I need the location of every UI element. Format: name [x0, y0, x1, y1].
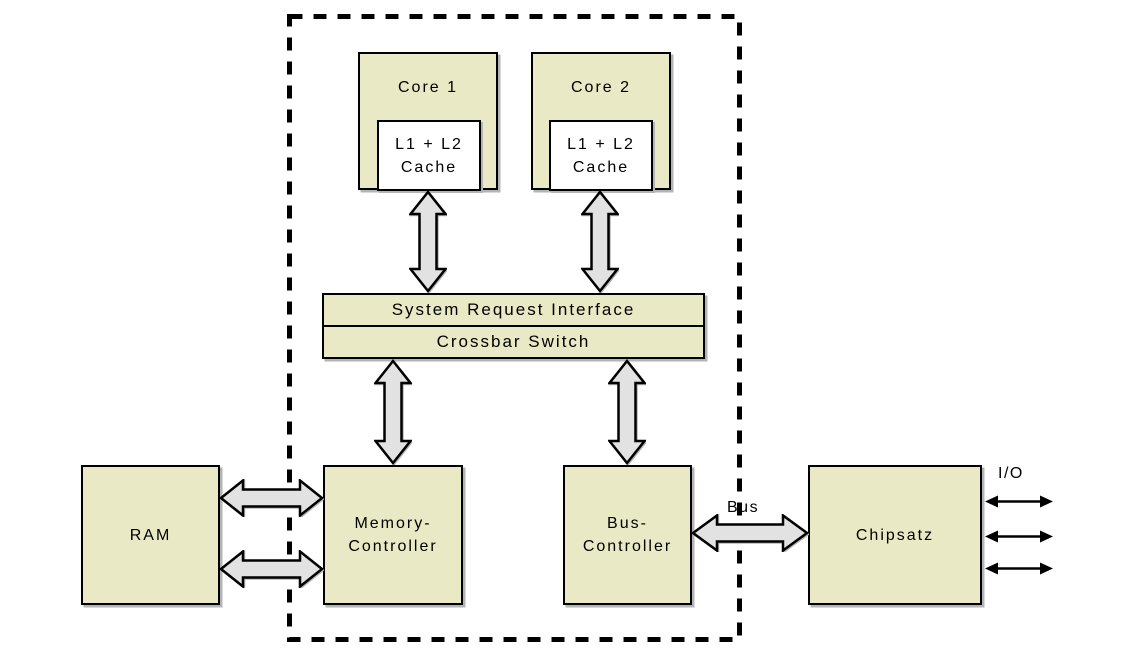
block-memory-controller: Memory- Controller — [323, 465, 463, 605]
core-1-label: Core 1 — [397, 79, 459, 96]
cache-1-line2: Cache — [400, 158, 458, 176]
block-bus-controller: Bus- Controller — [563, 465, 692, 605]
memory-controller-line1: Memory- — [354, 515, 432, 532]
cpu-die-dashed-boundary — [287, 14, 742, 642]
arrow-bus-controller-chipsatz — [691, 514, 809, 552]
cache-2-line2: Cache — [572, 158, 630, 176]
crossbar-label: Crossbar Switch — [436, 332, 591, 351]
arrow-ram-memory-controller-1 — [219, 479, 324, 517]
arrow-chipsatz-io-2 — [985, 530, 1053, 543]
block-crossbar-switch: Crossbar Switch — [322, 325, 705, 359]
arrow-cache1-sri — [409, 190, 447, 293]
chipsatz-label: Chipsatz — [855, 526, 935, 544]
sri-label: System Request Interface — [391, 300, 636, 319]
cache-1-line1: L1 + L2 — [395, 135, 463, 153]
block-cache-core-2: L1 + L2 Cache — [549, 120, 653, 191]
io-label: I/O — [998, 465, 1024, 482]
bus-label: Bus — [727, 499, 760, 516]
block-ram: RAM — [81, 465, 220, 605]
arrow-crossbar-bus-controller — [608, 359, 646, 465]
arrow-ram-memory-controller-2 — [219, 550, 324, 588]
bus-controller-line2: Controller — [582, 538, 673, 555]
cache-2-line1: L1 + L2 — [567, 135, 635, 153]
bus-controller-line1: Bus- — [607, 515, 648, 532]
memory-controller-line2: Controller — [348, 538, 438, 555]
ram-label: RAM — [129, 526, 172, 544]
arrow-chipsatz-io-1 — [985, 495, 1053, 508]
core-2-label: Core 2 — [570, 79, 632, 96]
block-system-request-interface: System Request Interface — [322, 293, 705, 327]
arrow-crossbar-memory-controller — [374, 359, 412, 465]
arrow-cache2-sri — [581, 190, 619, 293]
block-cache-core-1: L1 + L2 Cache — [377, 120, 481, 191]
block-chipsatz: Chipsatz — [808, 465, 982, 605]
arrow-chipsatz-io-3 — [985, 562, 1053, 575]
